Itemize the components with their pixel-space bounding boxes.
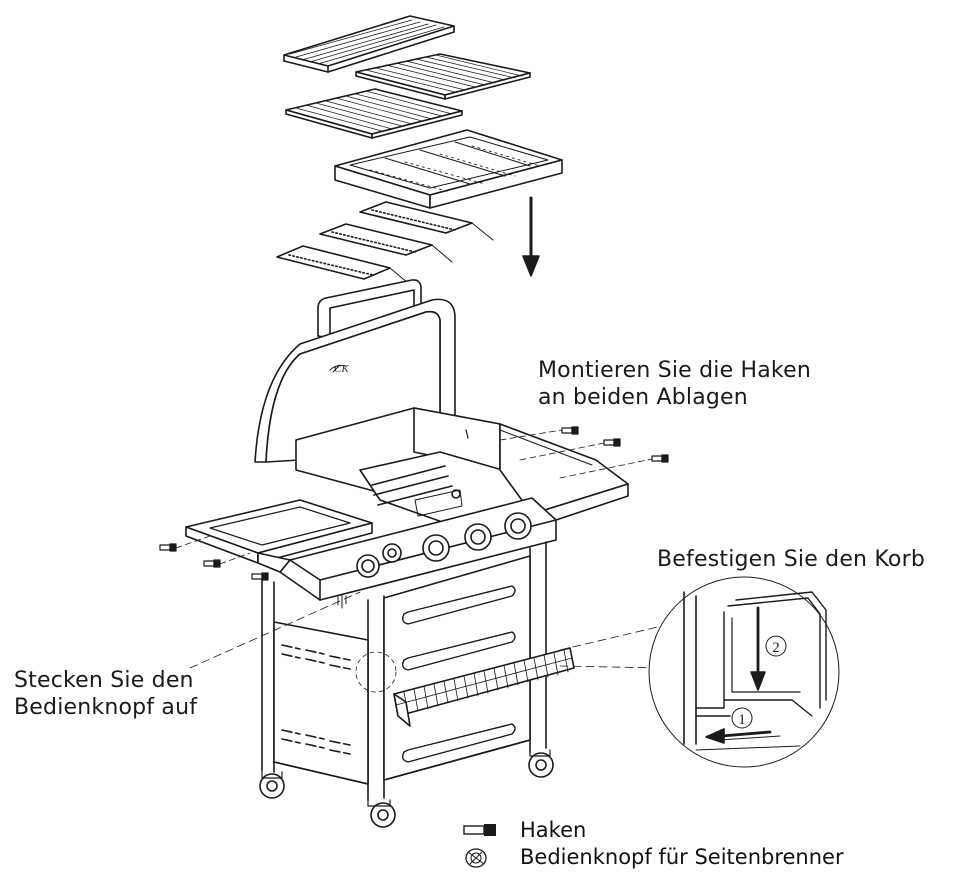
knob-instruction-line1: Stecken Sie den [14, 668, 194, 693]
hook-icon [651, 454, 669, 463]
warming-rack [283, 15, 455, 73]
step-2-badge [765, 635, 787, 657]
left-side-burner-shelf [185, 499, 373, 573]
knob-icon [465, 848, 487, 868]
hook-icon [603, 438, 621, 447]
svg-text:CK: CK [334, 363, 349, 375]
step-2-number: 2 [772, 640, 780, 656]
knob-instruction: Stecken Sie den Bedienknopf auf [14, 667, 197, 721]
step-1-number: 1 [738, 712, 746, 728]
hook-icon [463, 824, 496, 836]
legend-label-hook: Haken [520, 818, 587, 842]
hook-icon [561, 426, 579, 435]
legend-item-knob: Bedienknopf für Seitenbrenner [462, 844, 844, 870]
right-side-shelf [499, 423, 629, 529]
step-1-badge [731, 707, 753, 729]
firebox [295, 407, 531, 525]
knob-highlight [355, 651, 397, 693]
caster-wheels [259, 749, 554, 828]
heat-plates [276, 201, 494, 284]
basket-detail-view: 2 1 [648, 576, 840, 768]
hook-icon [159, 543, 177, 552]
hooks-instruction-line2: an beiden Ablagen [538, 385, 748, 410]
hook-icon [251, 572, 269, 581]
assembly-direction-arrow [522, 196, 540, 277]
legend-item-hook: Haken [462, 817, 586, 843]
hook-icon [203, 559, 221, 568]
control-panel [279, 497, 557, 601]
hooks-instruction-line1: Montieren Sie die Haken [538, 358, 811, 383]
hook-parts [159, 426, 669, 609]
cooking-grate-left [285, 88, 463, 139]
leader-lines [189, 591, 663, 669]
wire-basket [393, 647, 575, 727]
cart-frame [261, 541, 547, 801]
flame-tamer-tray [334, 129, 563, 209]
basket-instruction: Befestigen Sie den Korb [657, 547, 925, 572]
knob-instruction-line2: Bedienknopf auf [14, 695, 198, 720]
control-knobs [356, 512, 532, 578]
hooks-instruction: Montieren Sie die Haken an beiden Ablage… [538, 357, 811, 411]
legend-label-knob: Bedienknopf für Seitenbrenner [520, 845, 844, 869]
cooking-grate-right [355, 53, 531, 100]
